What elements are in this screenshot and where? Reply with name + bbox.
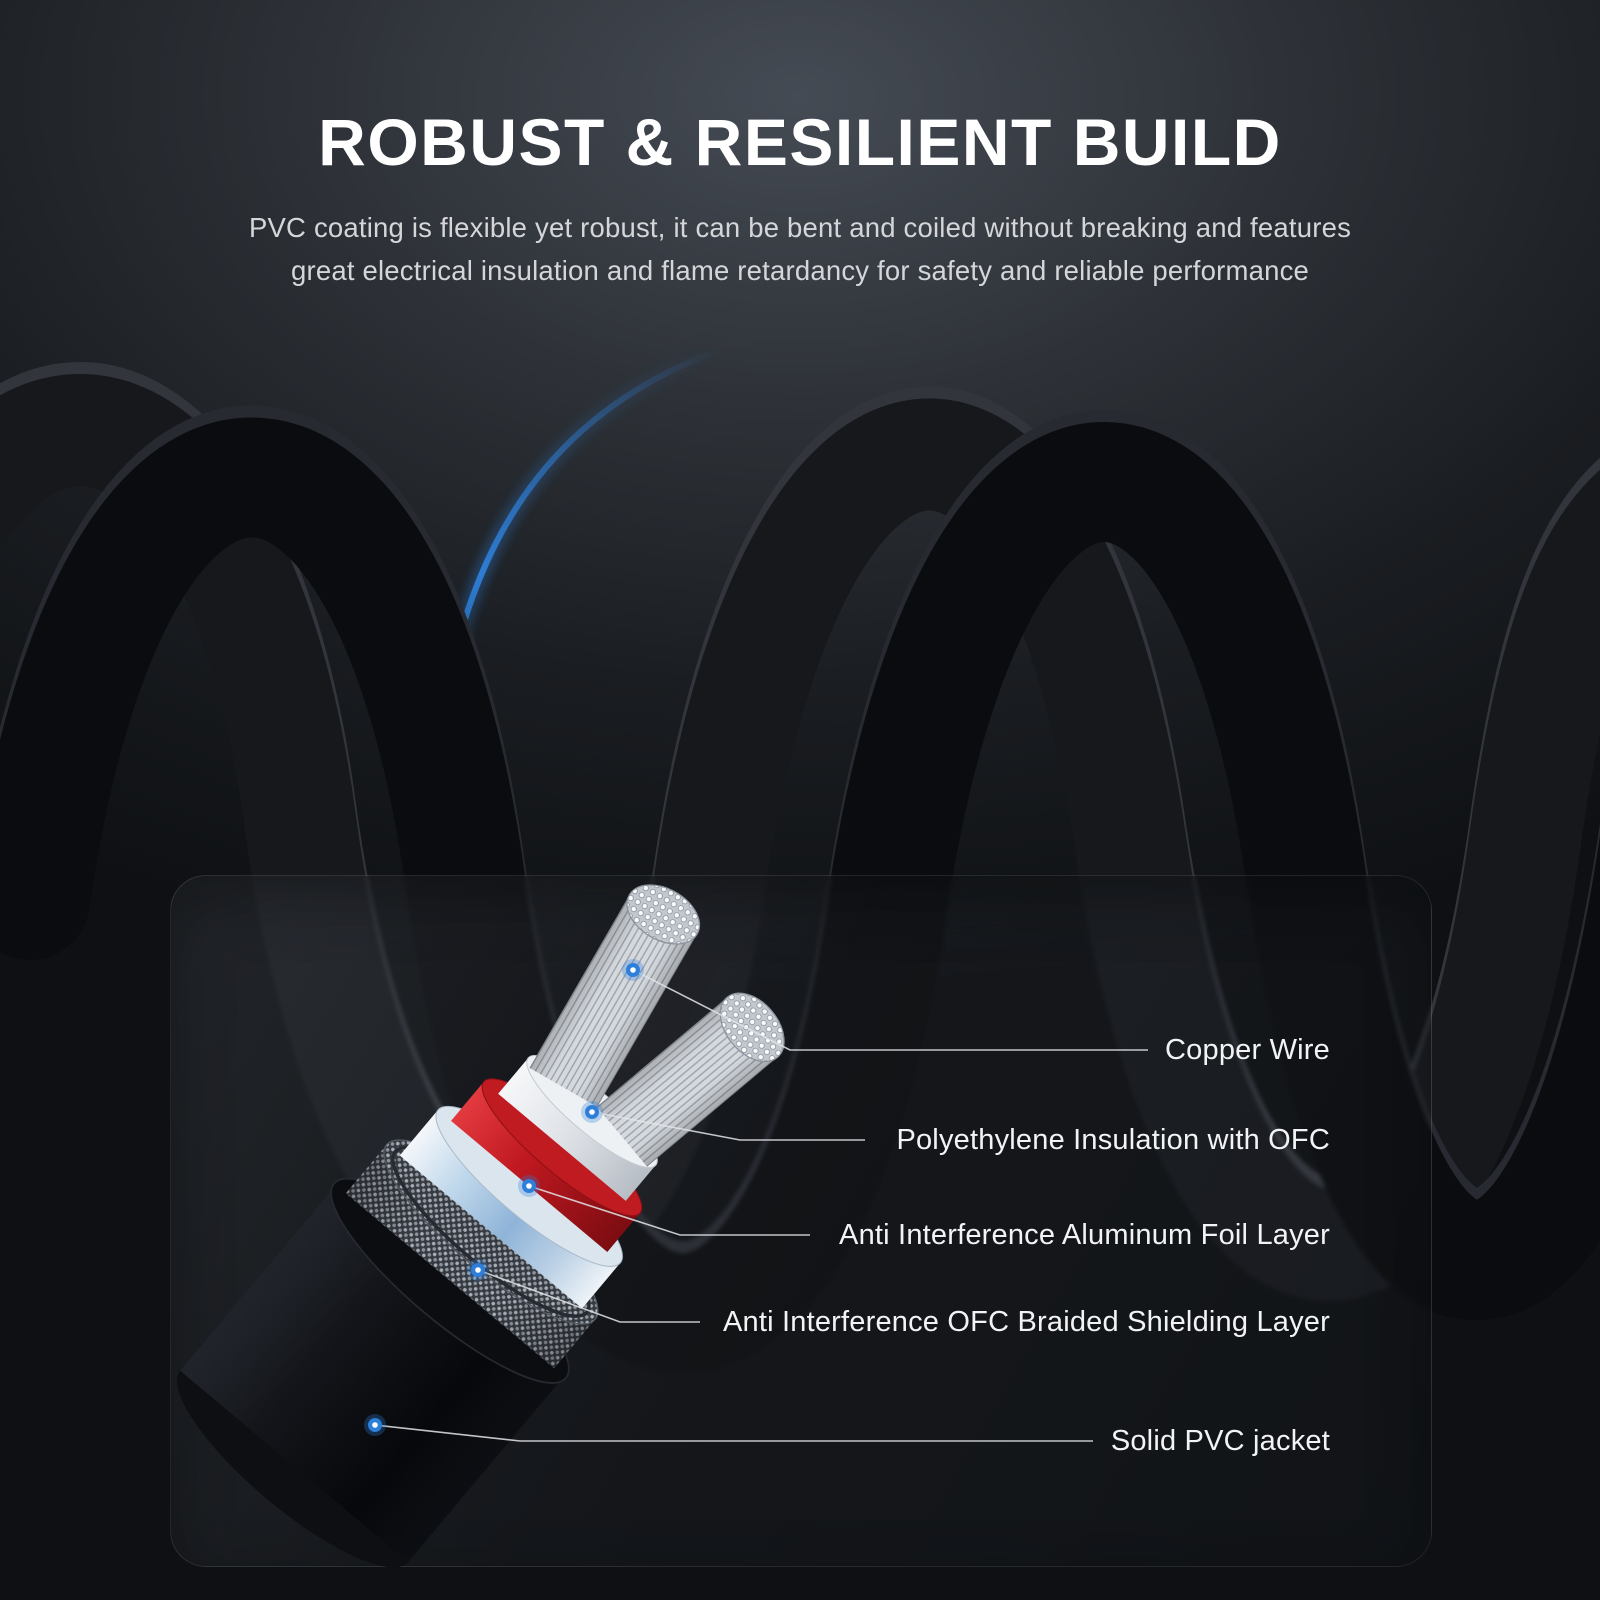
callout-label-copper-wire: Copper Wire [1165, 1034, 1330, 1066]
page-title: ROBUST & RESILIENT BUILD [318, 105, 1282, 179]
callout-label-aluminum-foil-layer: Anti Interference Aluminum Foil Layer [839, 1219, 1330, 1251]
subtitle-line-2: great electrical insulation and flame re… [290, 255, 1310, 287]
callout-label-braided-shielding-layer: Anti Interference OFC Braided Shielding … [722, 1306, 1330, 1338]
callout-label-polyethylene-insulation: Polyethylene Insulation with OFC [896, 1124, 1330, 1156]
callout-label-solid-pvc-jacket: Solid PVC jacket [1110, 1425, 1330, 1457]
header: ROBUST & RESILIENT BUILD PVC coating is … [0, 0, 1600, 293]
cable-wave-back [0, 374, 1600, 1306]
subtitle-line-1: PVC coating is flexible yet robust, it c… [248, 212, 1352, 243]
